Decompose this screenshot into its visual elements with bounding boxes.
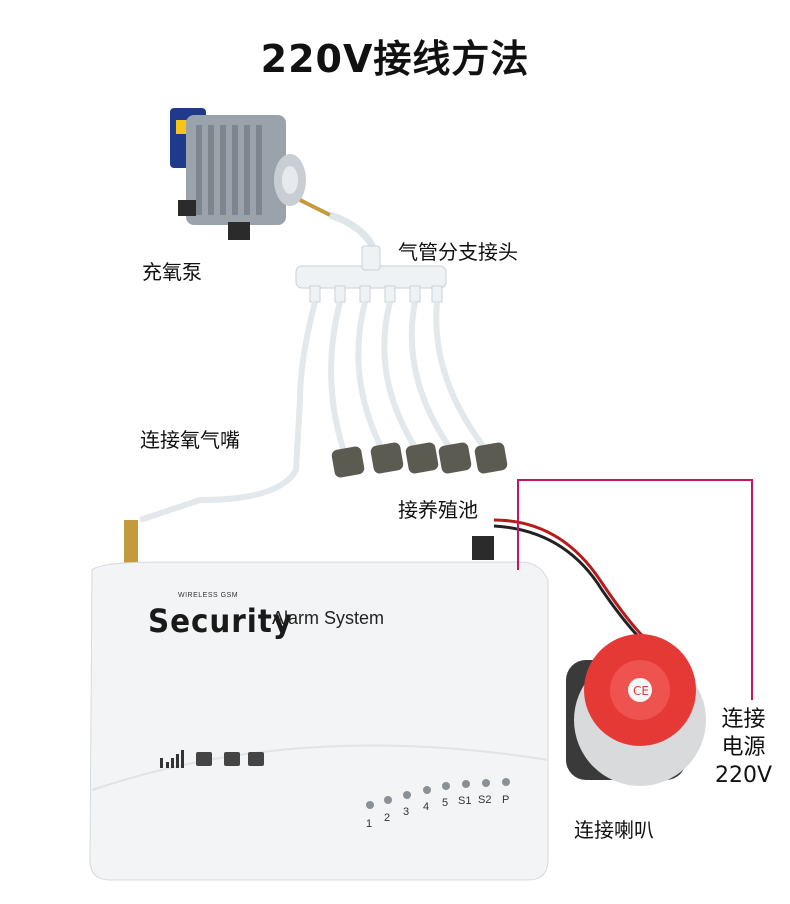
nozzle-label: 连接氧气嘴 — [140, 424, 240, 453]
speaker-icon — [248, 752, 264, 766]
brand-subtitle: Alarm System — [272, 608, 384, 629]
pond-label: 接养殖池 — [398, 494, 478, 523]
led-label: 4 — [423, 801, 429, 813]
led-label: 1 — [366, 818, 372, 830]
speaker-label: 连接喇叭 — [574, 814, 654, 843]
led-label: 5 — [442, 797, 448, 809]
power-label-line: 电源 — [715, 734, 772, 762]
pump-label: 充氧泵 — [142, 256, 202, 285]
brass-nozzle — [124, 520, 138, 568]
led-label: S2 — [478, 794, 491, 806]
svg-text:CE: CE — [633, 684, 649, 698]
led-label: 2 — [384, 812, 390, 824]
splitter-label: 气管分支接头 — [398, 236, 518, 265]
power-label-line: 220V — [715, 762, 772, 790]
sms-icon — [196, 752, 212, 766]
led-label: S1 — [458, 795, 471, 807]
power-label-line: 连接 — [715, 706, 772, 734]
siren-speaker: CE — [566, 634, 706, 786]
power-label: 连接 电源 220V — [715, 706, 772, 790]
led-label: P — [502, 794, 509, 806]
air-stones — [331, 442, 508, 479]
brand-top: WIRELESS GSM — [178, 592, 238, 599]
phone-icon — [224, 752, 240, 766]
air-pump — [170, 108, 330, 240]
led-label: 3 — [403, 806, 409, 818]
